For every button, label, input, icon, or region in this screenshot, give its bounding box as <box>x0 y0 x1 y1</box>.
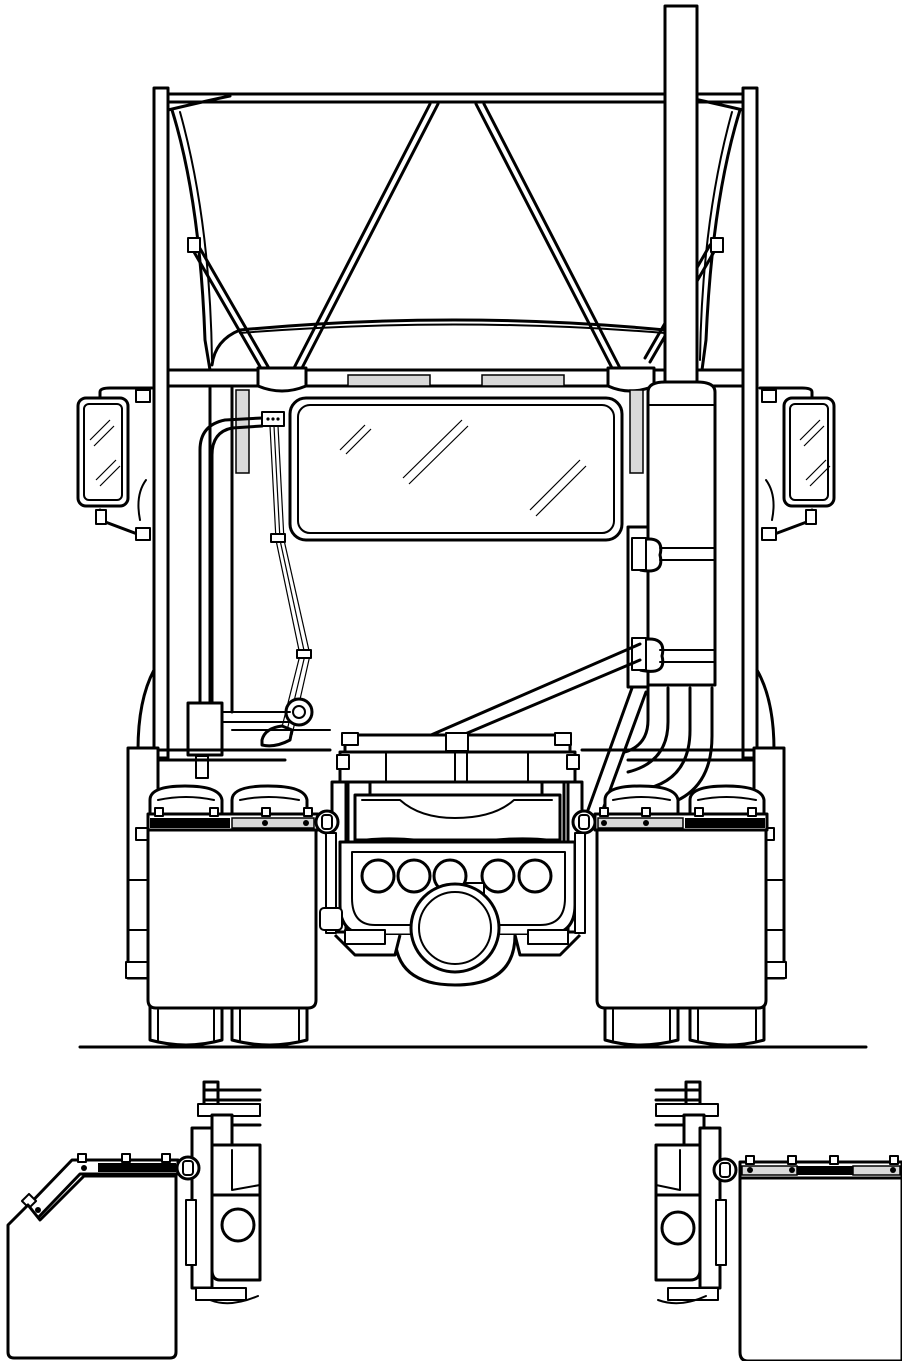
tow-hook <box>333 882 582 987</box>
sleeper-roof <box>210 318 698 367</box>
mirror-left <box>76 386 154 541</box>
mirror-right <box>758 386 836 541</box>
cab-crossbar <box>166 368 745 388</box>
detail-left-angled-bracket <box>6 1080 262 1360</box>
cab-frame <box>152 86 759 760</box>
glad-hands-lines <box>186 411 331 779</box>
roof-braces <box>187 102 724 372</box>
cab-back-wall <box>208 386 652 714</box>
support-bar <box>413 642 648 814</box>
detail-right-straight-bracket <box>654 1080 902 1361</box>
mud-flap-bracket-right <box>571 807 769 934</box>
mud-flap-left <box>146 828 318 1010</box>
exhaust-stack <box>623 4 717 810</box>
rear-window <box>288 396 624 542</box>
mud-flap-right <box>595 828 768 1010</box>
mud-flap-bracket-left <box>146 807 343 934</box>
rear-view <box>76 4 868 1049</box>
